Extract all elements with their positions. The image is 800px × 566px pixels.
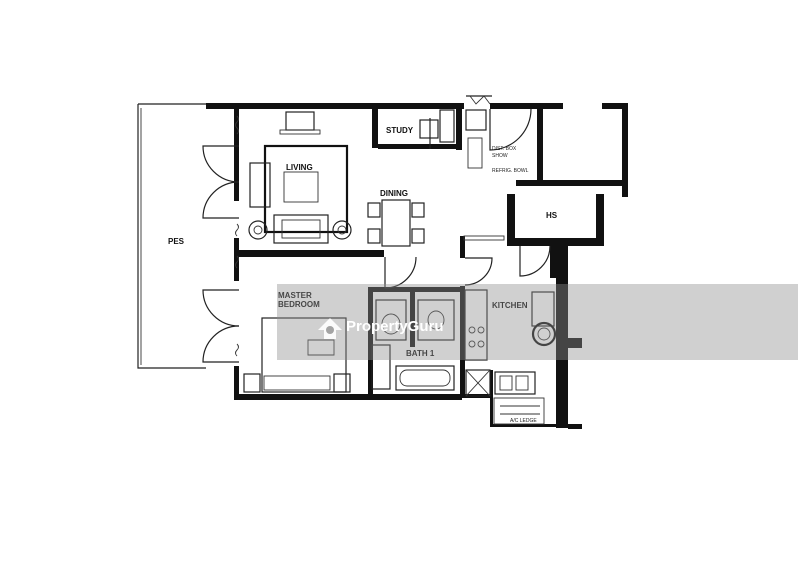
study-label: STUDY	[386, 126, 414, 135]
pes-label: PES	[168, 237, 185, 246]
dist-box-note: DIST. BOX	[492, 146, 517, 152]
study-furniture	[419, 109, 455, 143]
refrig-note: REFRIG. BOWL	[492, 168, 529, 174]
propertyguru-logo-icon	[318, 318, 342, 339]
bedroom-furniture	[243, 317, 351, 393]
show-note: SHOW	[492, 153, 508, 159]
ac-ledge-label: A/C LEDGE	[510, 418, 537, 424]
watermark-brand-text: PropertyGuru	[346, 318, 444, 335]
entrance-fixtures	[465, 95, 491, 169]
interior-walls	[239, 106, 556, 427]
living-furniture	[248, 111, 352, 244]
kitchen-label: KITCHEN	[492, 301, 528, 310]
living-label: LIVING	[286, 163, 313, 172]
watermark-band	[277, 284, 798, 360]
window-curtains	[235, 115, 505, 357]
outer-walls	[206, 103, 628, 429]
master-bedroom-label-line1: MASTER	[278, 291, 312, 300]
room-labels: PES LIVING DINING STUDY HS MASTER BEDROO…	[168, 126, 558, 424]
door-swings	[202, 95, 551, 363]
watermark: PropertyGuru	[277, 284, 798, 360]
kitchen-fixtures	[464, 289, 557, 425]
master-bedroom-label-line2: BEDROOM	[278, 300, 320, 309]
bath-fixtures	[371, 299, 455, 391]
bath-label: BATH 1	[406, 349, 435, 358]
dining-furniture	[367, 199, 425, 247]
dining-label: DINING	[380, 189, 408, 198]
hs-label: HS	[546, 211, 558, 220]
pes-outline	[137, 103, 206, 369]
